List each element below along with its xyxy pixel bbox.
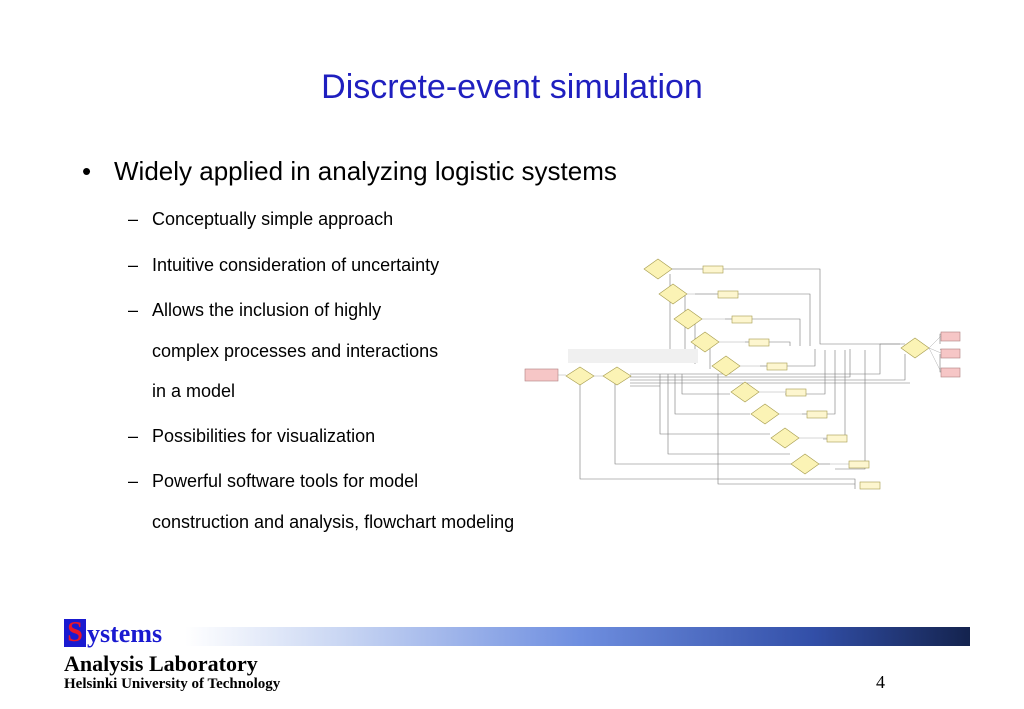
sub-bullet-text: Powerful software tools for model xyxy=(152,471,419,491)
logo-wordmark: ystems xyxy=(87,619,163,648)
logo-initial: S xyxy=(64,619,86,647)
sub-bullet-continuation: construction and analysis, flowchart mod… xyxy=(152,512,515,532)
dash-symbol: – xyxy=(128,209,139,229)
flowchart-diagram xyxy=(524,258,961,490)
sub-bullet-continuation: in a model xyxy=(152,381,236,401)
dash-symbol: – xyxy=(128,255,139,275)
sub-bullet-text: Intuitive consideration of uncertainty xyxy=(152,255,440,275)
page-number: 4 xyxy=(876,672,885,692)
sub-bullet-text: Conceptually simple approach xyxy=(152,209,394,229)
main-bullet-text: Widely applied in analyzing logistic sys… xyxy=(114,156,617,186)
lab-name: Analysis Laboratory xyxy=(64,651,258,676)
footer-gradient-bar xyxy=(185,627,970,646)
dash-symbol: – xyxy=(128,300,139,320)
bullet-dot: • xyxy=(82,156,92,186)
sub-bullet-text: Allows the inclusion of highly xyxy=(152,300,382,320)
university-name: Helsinki University of Technology xyxy=(64,676,281,692)
dash-symbol: – xyxy=(128,471,139,491)
slide-title: Discrete-event simulation xyxy=(321,68,703,106)
sub-bullet-continuation: complex processes and interactions xyxy=(152,341,439,361)
sub-bullet-text: Possibilities for visualization xyxy=(152,426,376,446)
dash-symbol: – xyxy=(128,426,139,446)
